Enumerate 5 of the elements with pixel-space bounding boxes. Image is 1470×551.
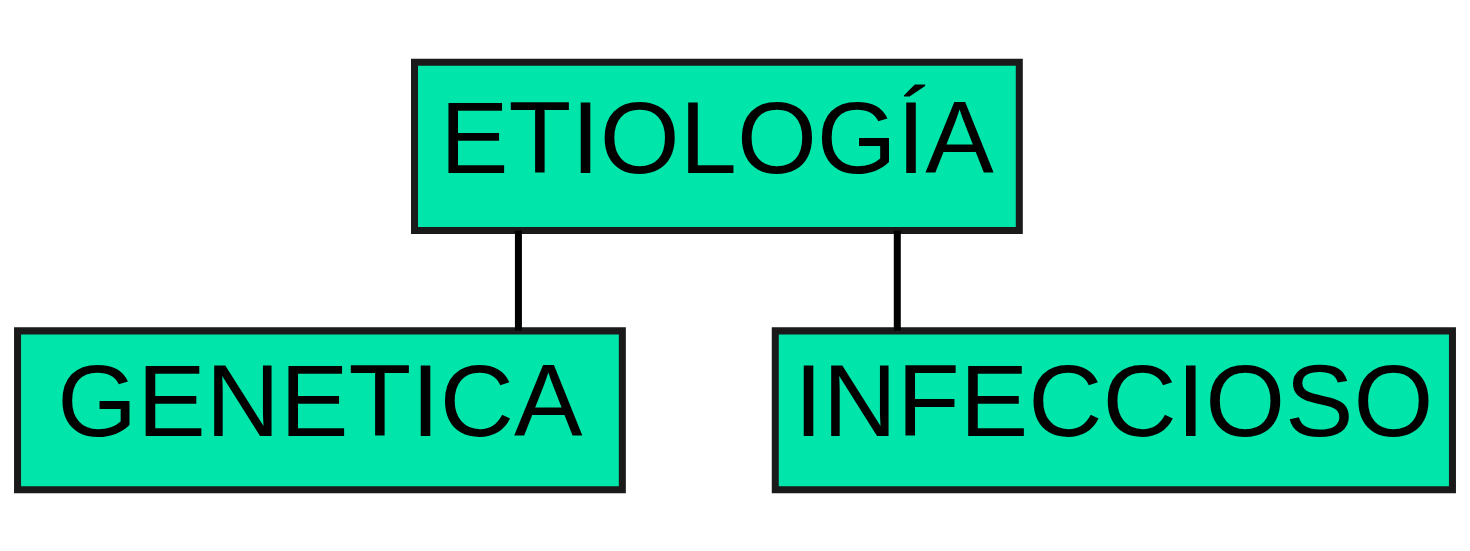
connector (514, 230, 522, 330)
node-box: INFECCIOSO (771, 326, 1456, 493)
connector (893, 230, 901, 330)
node-box: ETIOLOGÍA (411, 58, 1023, 234)
node-box: GENETICA (14, 326, 626, 493)
